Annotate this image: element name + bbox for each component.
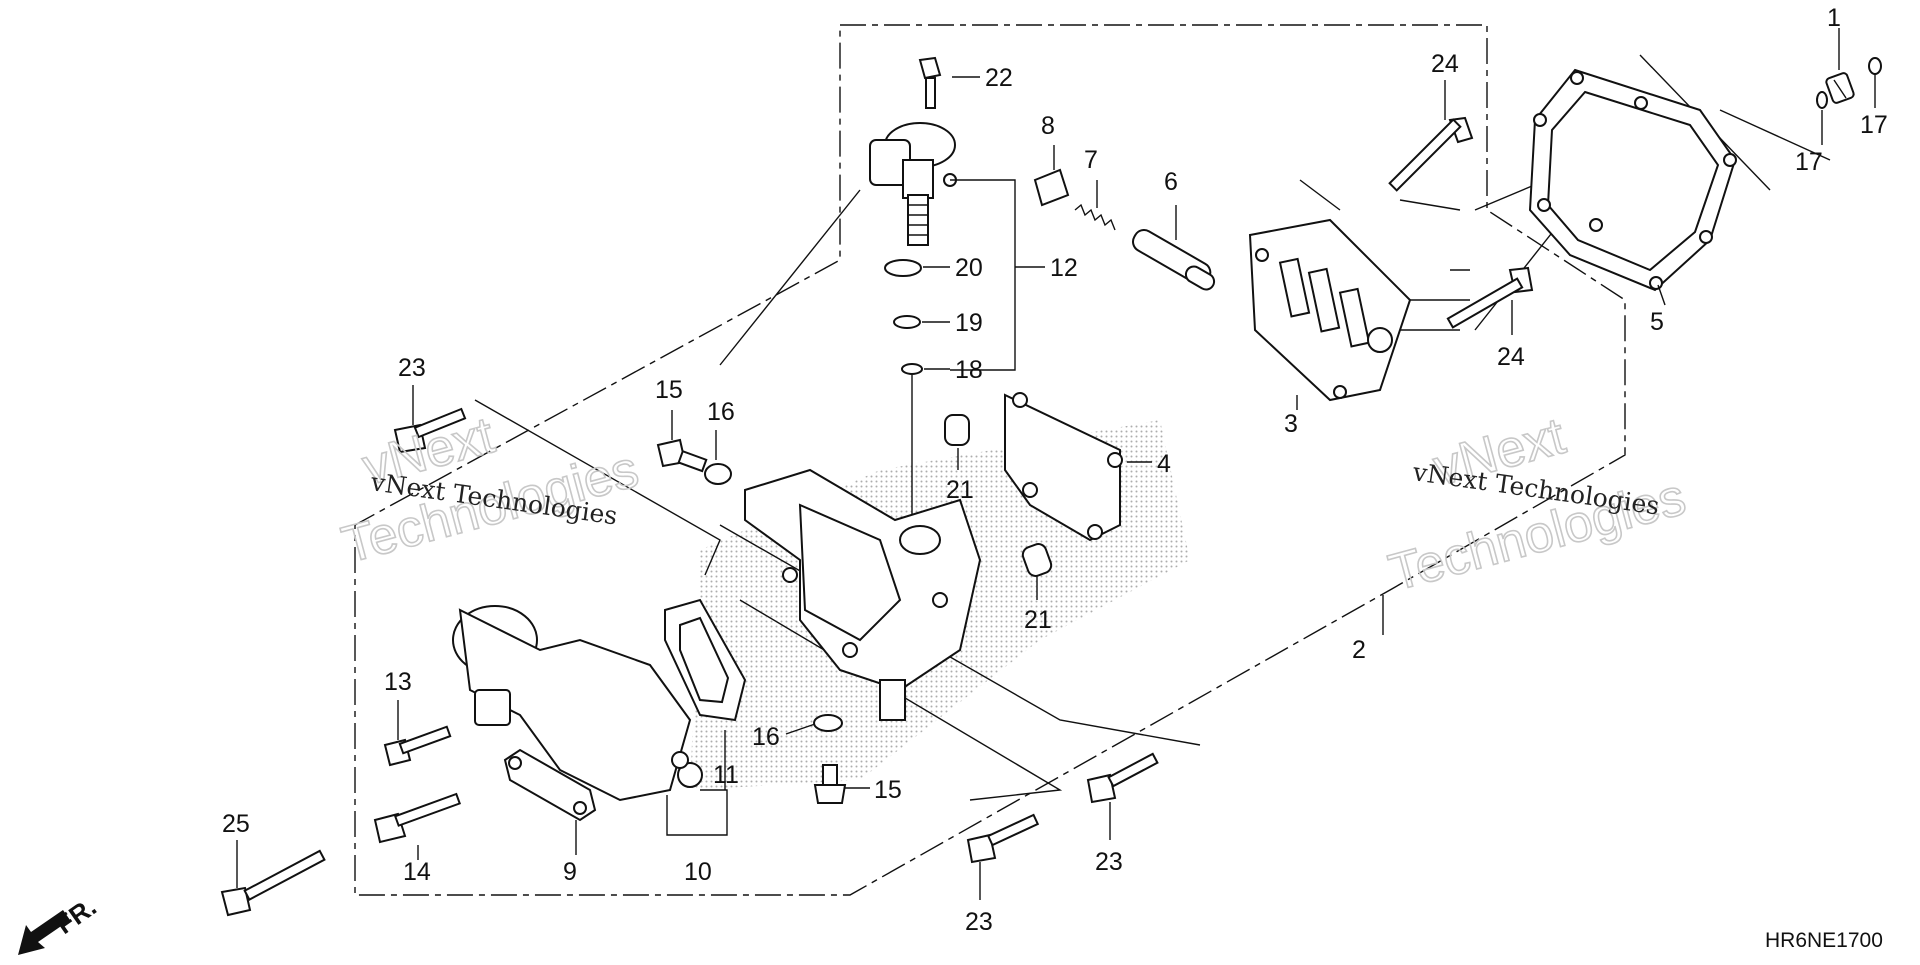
callout-2: 2 <box>1352 636 1366 664</box>
callout-7: 7 <box>1084 146 1098 174</box>
callout-9: 9 <box>563 858 577 886</box>
callout-19: 19 <box>955 309 983 337</box>
callout-11: 11 <box>713 761 739 789</box>
callout-25: 25 <box>222 810 250 838</box>
spool-valve-6 <box>1132 229 1216 291</box>
plug-1 <box>1825 72 1855 104</box>
gasket-4 <box>1004 392 1123 542</box>
front-direction-arrow: FR. <box>18 891 102 955</box>
solenoid-10 <box>452 605 703 802</box>
solenoid-12 <box>869 122 957 246</box>
dowel-pin-21-upper <box>944 414 970 446</box>
callout-5: 5 <box>1650 308 1664 336</box>
bracket-9 <box>503 748 597 822</box>
washer-16-lower <box>813 714 843 732</box>
bolt-14 <box>373 792 462 844</box>
callout-17-left: 17 <box>1795 148 1823 176</box>
callout-6: 6 <box>1164 168 1178 196</box>
callout-22: 22 <box>985 64 1013 92</box>
bolt-24-lower <box>1446 266 1534 329</box>
callout-16-upper: 16 <box>707 398 735 426</box>
leader-lines <box>236 28 1876 900</box>
callout-23-bottom-center: 23 <box>965 908 993 936</box>
o-ring-18 <box>901 363 923 375</box>
callout-23-top-left: 23 <box>398 354 426 382</box>
callout-15-upper: 15 <box>655 376 683 404</box>
bolt-24-upper <box>1388 116 1474 192</box>
o-ring-20 <box>884 259 922 277</box>
body-plate-3 <box>1248 218 1412 402</box>
washer-16-upper <box>704 463 732 485</box>
callout-12: 12 <box>1050 254 1078 282</box>
bolt-23-bottom-center <box>966 813 1040 864</box>
bolt-15-lower <box>813 764 847 804</box>
callout-4: 4 <box>1157 450 1171 478</box>
callout-18: 18 <box>955 356 983 384</box>
drawing-code: HR6NE1700 <box>1765 929 1883 952</box>
assembly-boundary <box>354 24 1626 896</box>
callout-16-lower: 16 <box>752 723 780 751</box>
gasket-5 <box>1528 68 1737 292</box>
callout-24-upper: 24 <box>1431 50 1459 78</box>
washer-17-left <box>1816 91 1828 109</box>
bolt-23-top-left <box>393 407 467 454</box>
callout-14: 14 <box>403 858 431 886</box>
callout-17-right: 17 <box>1860 111 1888 139</box>
bolt-25 <box>220 849 326 917</box>
bolt-22 <box>918 56 942 109</box>
callout-10: 10 <box>684 858 712 886</box>
bolt-13 <box>383 725 452 767</box>
callout-1: 1 <box>1827 4 1841 32</box>
callout-21-upper: 21 <box>946 476 974 504</box>
callout-21-lower: 21 <box>1024 606 1052 634</box>
callout-20: 20 <box>955 254 983 282</box>
spring-7 <box>1074 203 1116 231</box>
callout-13: 13 <box>384 668 412 696</box>
front-direction-label: FR. <box>50 891 102 940</box>
washer-17-right <box>1868 57 1882 75</box>
bolt-23-bottom-right <box>1086 752 1159 804</box>
valve-body <box>744 468 982 721</box>
gasket-11 <box>664 598 747 722</box>
callout-23-bottom-right: 23 <box>1095 848 1123 876</box>
bolt-15-upper <box>656 438 708 473</box>
o-ring-19 <box>893 315 921 329</box>
callout-8: 8 <box>1041 112 1055 140</box>
plate-8 <box>1033 168 1070 207</box>
dowel-pin-21-lower <box>1021 543 1053 577</box>
callout-15-lower: 15 <box>874 776 902 804</box>
callout-labels: 1 2 3 4 5 6 7 8 9 10 11 12 13 14 15 15 1… <box>222 4 1888 936</box>
callout-3: 3 <box>1284 410 1298 438</box>
callout-24-lower: 24 <box>1497 343 1525 371</box>
